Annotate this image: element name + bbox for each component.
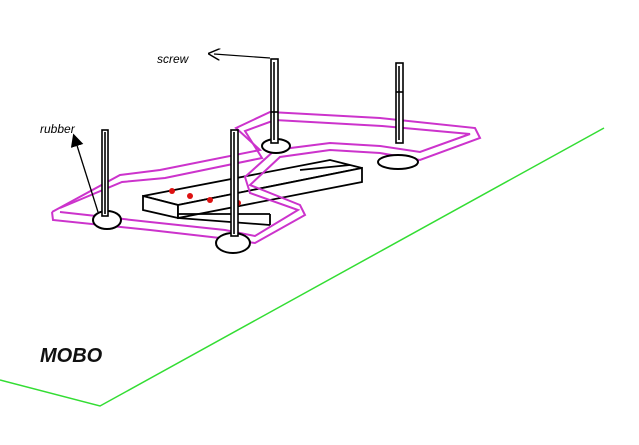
motherboard-outline bbox=[0, 127, 605, 407]
screw-post-back-left bbox=[270, 58, 279, 144]
screws bbox=[101, 58, 404, 237]
rubber-label: rubber bbox=[40, 122, 76, 136]
screw-label: screw bbox=[157, 52, 190, 66]
rubber-pad-4 bbox=[377, 154, 419, 170]
screw-post-left bbox=[101, 129, 109, 217]
screw-post-back-right bbox=[395, 62, 404, 144]
rubber-pads bbox=[92, 138, 419, 254]
screw-arrow bbox=[214, 54, 271, 58]
rubber-arrow bbox=[70, 133, 99, 213]
mobo-label: MOBO bbox=[40, 345, 103, 367]
screw-post-front bbox=[230, 129, 239, 237]
